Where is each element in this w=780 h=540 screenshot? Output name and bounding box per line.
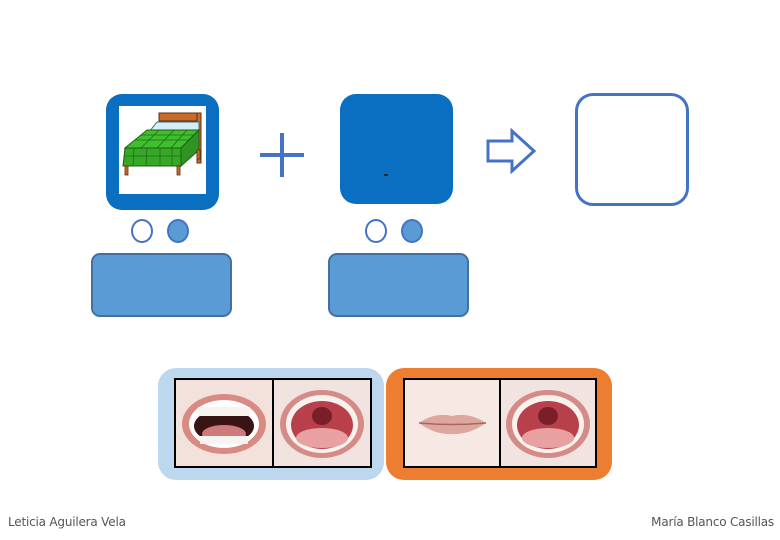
arrow-right-icon — [485, 128, 537, 174]
syllable-circle-filled[interactable] — [401, 219, 423, 243]
plus-icon — [258, 131, 306, 179]
picture-card-blank[interactable] — [340, 94, 453, 204]
result-card[interactable] — [575, 93, 689, 206]
syllable-circle-empty[interactable] — [131, 219, 153, 243]
bed-image — [119, 106, 206, 194]
word-label-box[interactable] — [91, 253, 232, 317]
mouth-photo-frame — [174, 378, 372, 468]
mouth-open-throat-photo — [501, 380, 595, 466]
syllable-circle-filled[interactable] — [167, 219, 189, 243]
author-credit-left: Leticia Aguilera Vela — [8, 515, 126, 529]
syllable-circle-empty[interactable] — [365, 219, 387, 243]
word-label-box[interactable] — [328, 253, 469, 317]
lips-closed-photo — [405, 380, 499, 466]
mouth-strip-first — [158, 368, 384, 480]
author-credit-right: María Blanco Casillas — [651, 515, 774, 529]
mouth-open-wide-photo — [176, 380, 272, 466]
mouth-open-throat-photo — [274, 380, 370, 466]
mouth-photo-frame — [403, 378, 597, 468]
picture-card-bed[interactable] — [106, 94, 219, 210]
mouth-strip-second — [386, 368, 612, 480]
mark-dot — [384, 174, 388, 176]
bed-icon — [119, 106, 206, 194]
